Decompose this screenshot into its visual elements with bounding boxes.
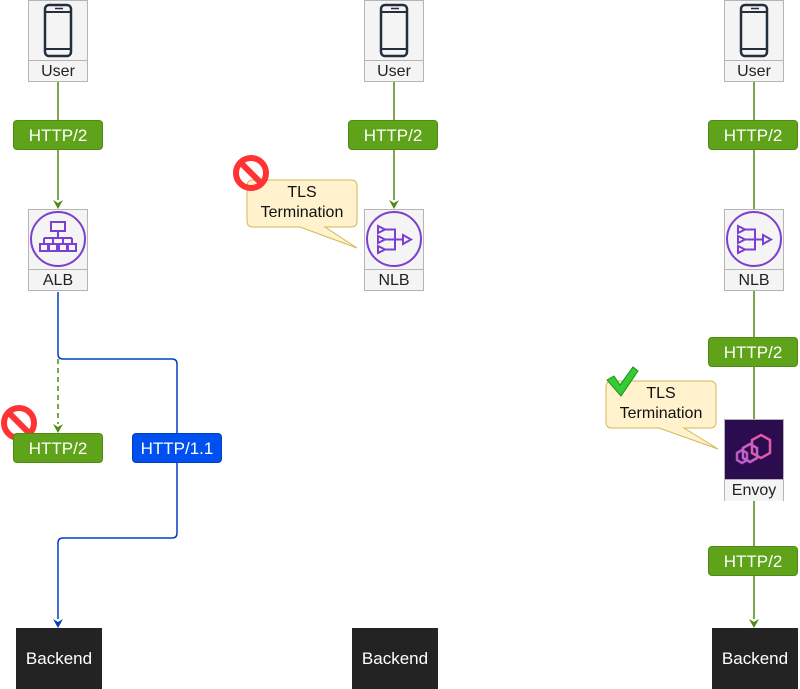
envoy-node: Envoy: [724, 419, 784, 501]
callout-line: Termination: [260, 204, 344, 221]
callout-bubble-1: [246, 179, 358, 249]
callout-line: TLS: [287, 184, 317, 201]
backend-node: Backend: [352, 628, 438, 689]
user-label: User: [725, 60, 783, 82]
protocol-badge: HTTP/2: [708, 120, 798, 150]
user-label: User: [29, 60, 87, 82]
user-label: User: [365, 60, 423, 82]
nlb-icon: [726, 211, 782, 267]
callout-line: TLS: [646, 385, 676, 402]
backend-node: Backend: [712, 628, 798, 689]
protocol-badge: HTTP/2: [348, 120, 438, 150]
phone-icon: [43, 3, 73, 58]
callout-bubble-2: [605, 380, 719, 450]
protocol-badge: HTTP/2: [708, 546, 798, 576]
user-node: User: [28, 0, 88, 82]
phone-icon: [739, 3, 769, 58]
nlb-label: NLB: [725, 269, 783, 291]
arrow-backend-1: [53, 619, 63, 628]
envoy-icon: [735, 433, 772, 465]
prohibited-icon: [233, 155, 269, 191]
user-node: User: [724, 0, 784, 82]
callout-tls-termination: TLS Termination: [247, 183, 357, 223]
arrow-alb: [53, 200, 63, 209]
envoy-label: Envoy: [725, 479, 783, 501]
callout-tls-termination: TLS Termination: [606, 384, 716, 424]
user-node: User: [364, 0, 424, 82]
phone-icon: [379, 3, 409, 58]
protocol-badge: HTTP/2: [708, 337, 798, 367]
callout-line: Termination: [619, 405, 703, 422]
nlb-node: NLB: [724, 209, 784, 291]
nlb-node: NLB: [364, 209, 424, 291]
protocol-badge: HTTP/2: [13, 120, 103, 150]
protocol-badge-attempted: HTTP/2: [13, 433, 103, 463]
backend-node: Backend: [16, 628, 102, 689]
protocol-badge-actual: HTTP/1.1: [132, 433, 222, 463]
check-icon: [606, 366, 639, 397]
nlb-label: NLB: [365, 269, 423, 291]
alb-node: ALB: [28, 209, 88, 291]
alb-icon: [30, 211, 86, 267]
alb-label: ALB: [29, 269, 87, 291]
nlb-icon: [366, 211, 422, 267]
